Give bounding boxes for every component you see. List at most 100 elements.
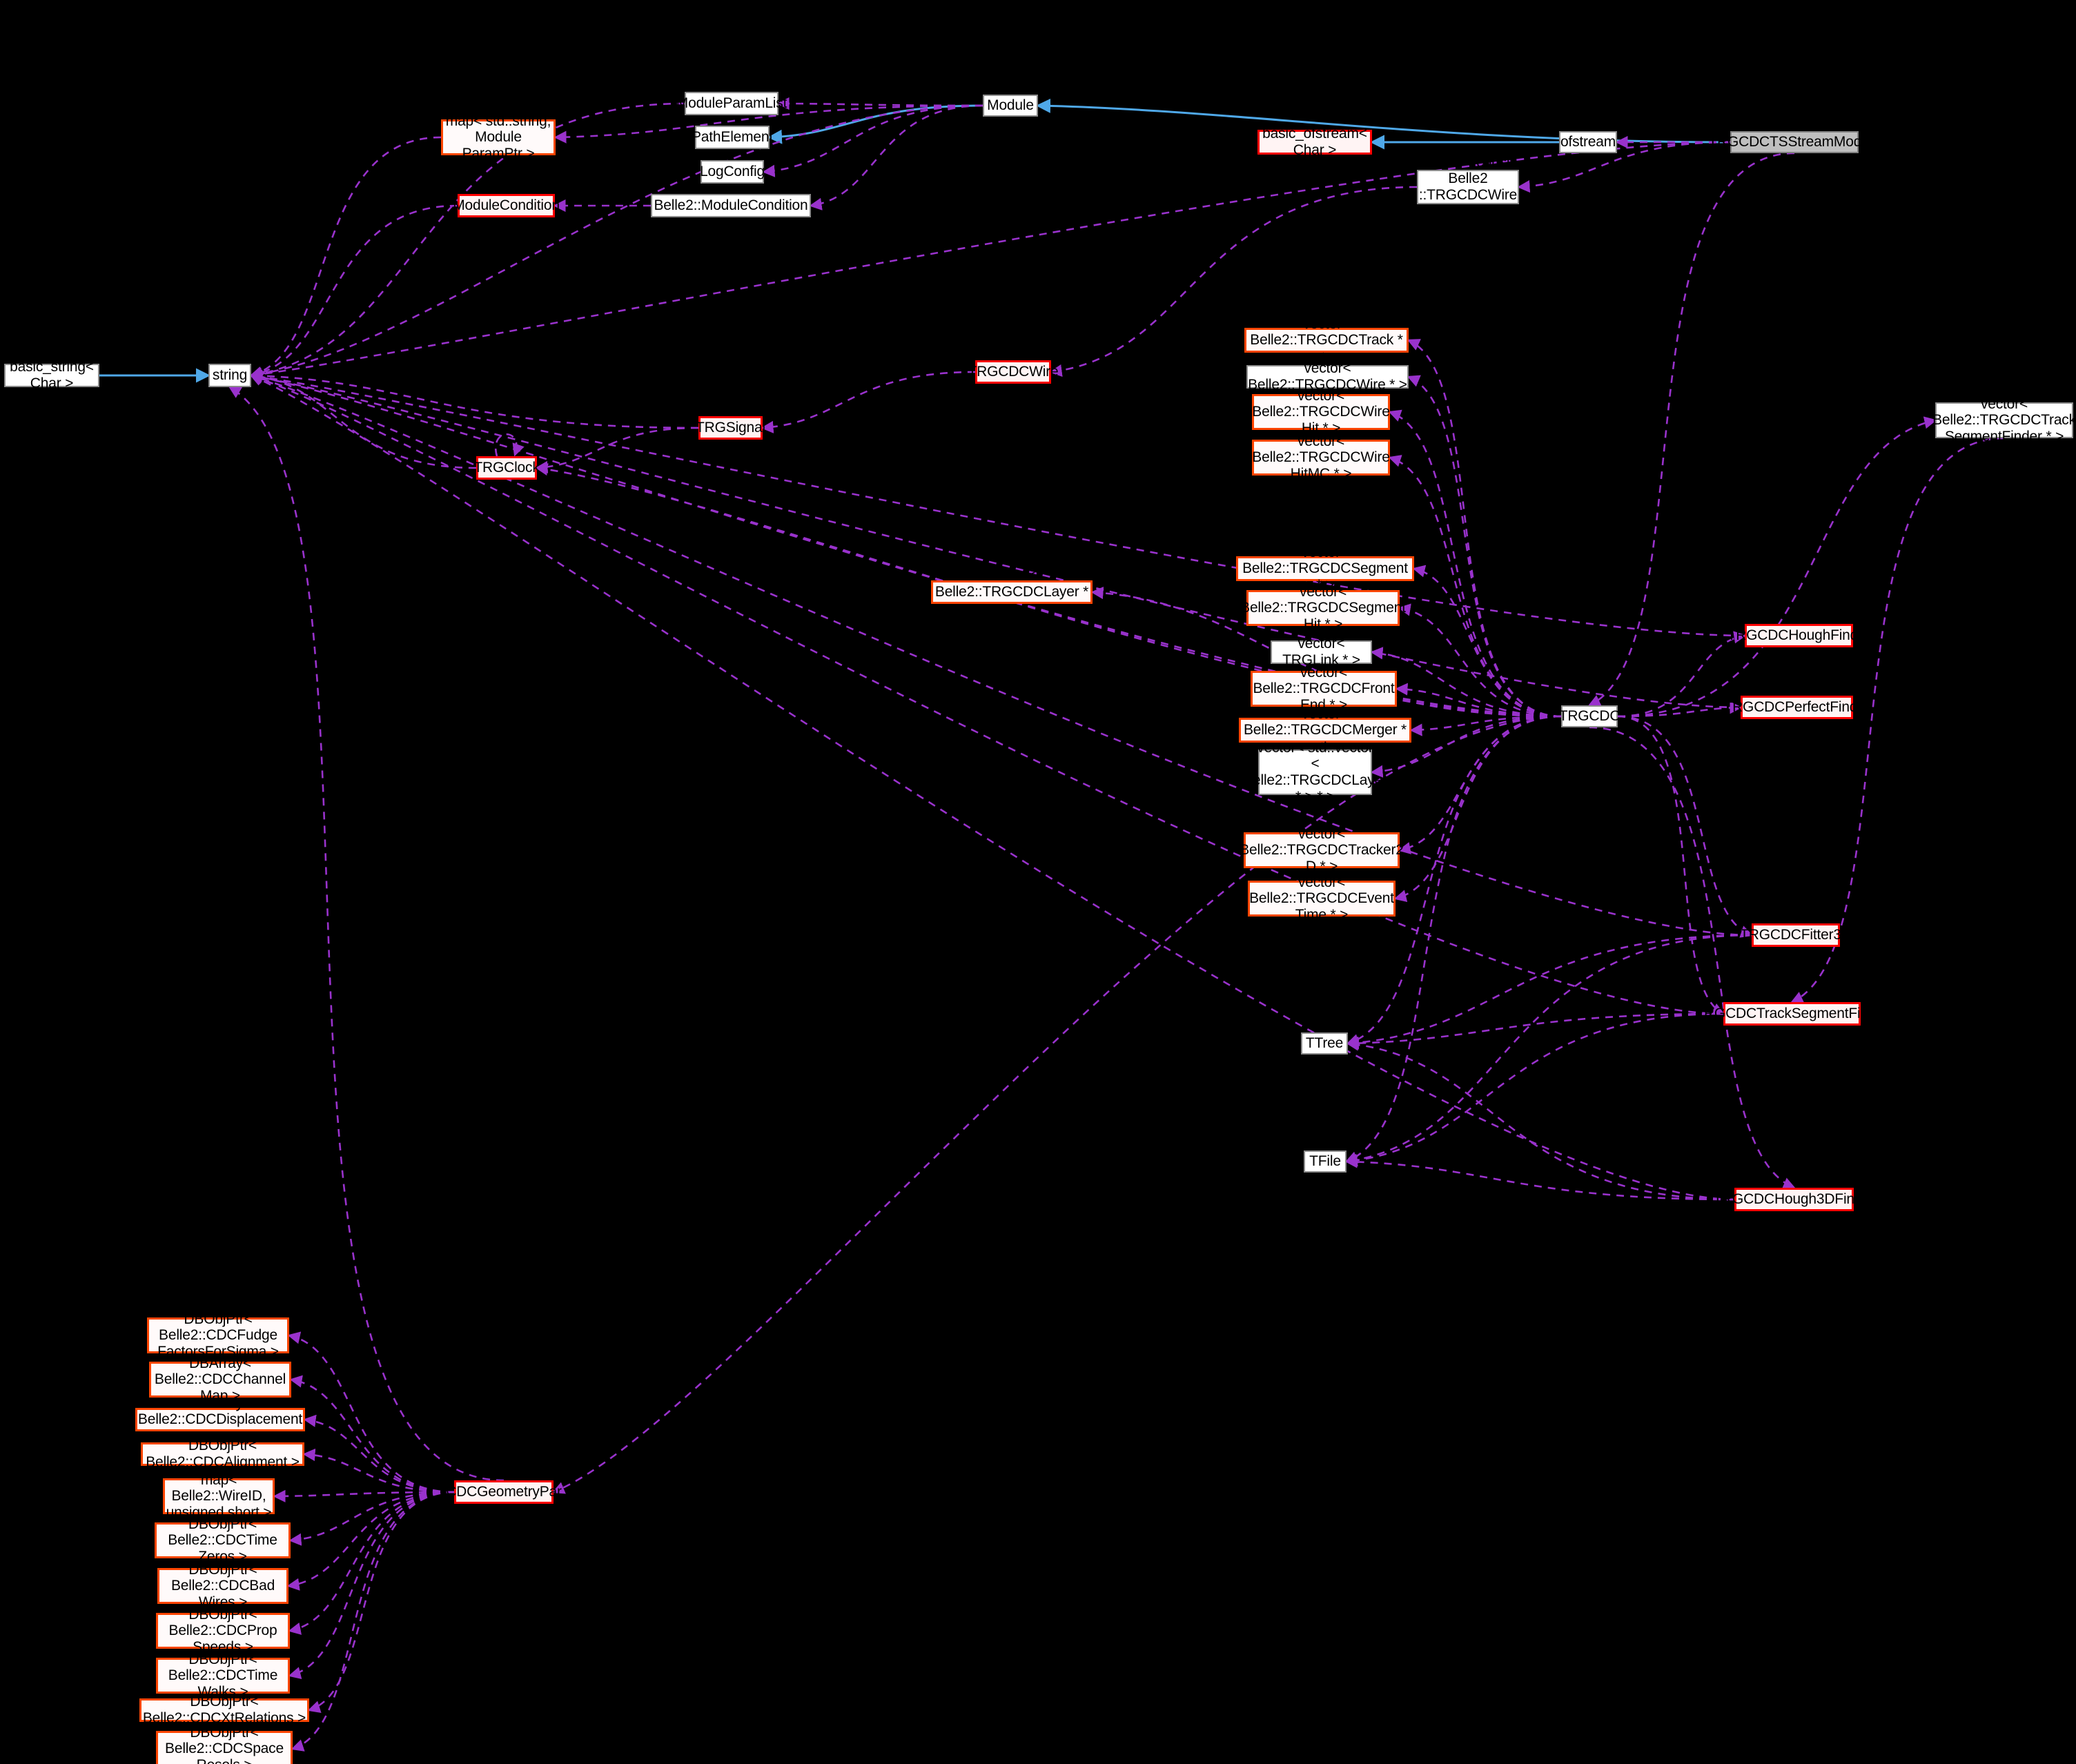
class-node-dbobjptr_alignment[interactable]: DBObjPtr< Belle2::CDCAlignment > xyxy=(141,1438,304,1470)
edge-trgcdc-to-vector_merger xyxy=(1409,715,1562,736)
edge-module-to-vector_modulecondition xyxy=(809,104,983,210)
class-node-dbobjptr_badwires[interactable]: DBObjPtr< Belle2::CDCBad Wires > xyxy=(157,1562,288,1610)
edge-module-to-string xyxy=(249,104,983,380)
edge-cdcgeometrypar-to-dbobjptr_timezeros xyxy=(288,1491,455,1546)
edge-trgcdc-to-vector_eventtime xyxy=(1393,715,1562,903)
edge-trgcdc-to-vector_tracker2d xyxy=(1398,715,1562,854)
class-node-trgcdcperfectfinder[interactable]: TRGCDCPerfectFinder xyxy=(1723,696,1870,719)
class-node-trgcdctracksegmentfinder[interactable]: TRGCDCTrackSegmentFinder xyxy=(1695,1002,1889,1026)
class-node-vector_trglink[interactable]: vector< TRGLink * > xyxy=(1271,636,1372,668)
edge-trgcdctracksegmentfinder-to-ttree xyxy=(1346,1012,1724,1050)
edge-trgcdc-to-vector_frontend xyxy=(1395,683,1562,718)
edge-cdcgeometrypar-to-dbobjptr_fudge xyxy=(287,1331,455,1493)
class-node-vector_modulecondition[interactable]: vector< Belle2::ModuleCondition > xyxy=(651,182,811,230)
class-node-trgsignal[interactable]: TRGSignal xyxy=(696,416,765,440)
class-node-logconfig[interactable]: LogConfig xyxy=(700,160,765,184)
edge-cdcgeometrypar-to-dbobjptr_alignment xyxy=(302,1448,455,1493)
edge-trgsignal-to-string xyxy=(249,369,699,429)
edge-trgcdcperfectfinder-to-string xyxy=(249,371,1741,709)
class-node-vector_segmenthit[interactable]: vector< Belle2::TRGCDCSegment Hit * > xyxy=(1240,583,1406,632)
class-node-vector_track[interactable]: vector< Belle2::TRGCDCTrack * > xyxy=(1244,316,1409,364)
edge-trgcdcfitter3d-to-ttree xyxy=(1346,934,1752,1049)
edge-map_string_moduleparam-to-string xyxy=(249,136,442,379)
class-node-dbobjptr_spaceresols[interactable]: DBObjPtr< Belle2::CDCSpace Resols > xyxy=(156,1725,293,1764)
class-node-vector_wire[interactable]: vector< Belle2::TRGCDCWire * > xyxy=(1246,360,1409,393)
class-node-vector_tsfinder[interactable]: vector< Belle2::TRGCDCTrack SegmentFinde… xyxy=(1932,395,2076,444)
edge-trgsignal-to-trgclock xyxy=(535,427,699,474)
class-node-trgcdctsstreammodule[interactable]: TRGCDCTSStreamModule xyxy=(1708,131,1881,153)
edge-cdcgeometrypar-to-dbobjptr_propspeeds xyxy=(288,1491,455,1635)
class-node-vector_segment[interactable]: vector< Belle2::TRGCDCSegment * > xyxy=(1236,545,1414,593)
class-node-dbobjptr_fudge[interactable]: DBObjPtr< Belle2::CDCFudge FactorsForSig… xyxy=(147,1311,289,1360)
edge-trgcdcwire-to-trgsignal xyxy=(761,371,976,433)
edge-cdcgeometrypar-to-dbobjptr_spaceresols xyxy=(291,1491,455,1752)
edge-trgcdc-to-vector_tsfinder xyxy=(1617,416,1937,718)
class-node-cdcgeometrypar[interactable]: CDCGeometryPar xyxy=(446,1480,562,1504)
class-node-dbobjptr_xtrelations[interactable]: DBObjPtr< Belle2::CDCXtRelations > xyxy=(139,1694,309,1726)
class-node-ttree[interactable]: TTree xyxy=(1301,1032,1348,1055)
edge-trgcdc-to-trgcdchough3dfinder xyxy=(1589,726,1796,1190)
edge-trgcdc-to-vector_wire xyxy=(1407,375,1562,718)
class-node-string[interactable]: string xyxy=(208,364,251,387)
class-node-vector_tracker2d[interactable]: vector< Belle2::TRGCDCTracker2 D * > xyxy=(1240,825,1404,874)
class-node-basic_string[interactable]: basic_string< Char > xyxy=(4,359,99,391)
class-node-map_wireid[interactable]: map< Belle2::WireID, unsigned short > xyxy=(163,1472,275,1520)
edge-trgcdchough3dfinder-to-ttree xyxy=(1346,1038,1735,1201)
edge-trgclock-to-string xyxy=(249,370,477,469)
edge-vector_tsfinder-to-trgcdctracksegmentfinder xyxy=(1790,437,2005,1003)
class-node-vector_const_wire[interactable]: vector< const Belle2 ::TRGCDCWire * > xyxy=(1417,155,1519,219)
edge-cdcgeometrypar-to-dbobjptr_badwires xyxy=(286,1491,455,1591)
class-node-dbobjptr_timewalks[interactable]: DBObjPtr< Belle2::CDCTime Walks > xyxy=(156,1652,290,1700)
class-node-tfile[interactable]: TFile xyxy=(1304,1150,1347,1173)
edge-trgcdc-to-vector_wirehit xyxy=(1388,409,1562,718)
edge-trgcdc-to-vector_track xyxy=(1407,339,1562,718)
class-node-pathelement[interactable]: PathElement xyxy=(692,126,773,149)
edge-cdcgeometrypar-to-dbarray_displacement xyxy=(303,1414,455,1493)
edge-cdcgeometrypar-to-dbobjptr_xtrelations xyxy=(307,1491,455,1713)
edge-trgcdchough3dfinder-to-string xyxy=(249,373,1735,1201)
class-node-vector_wirehit[interactable]: vector< Belle2::TRGCDCWire Hit * > xyxy=(1252,387,1390,436)
edge-trgcdc-to-cdcgeometrypar xyxy=(551,715,1562,1494)
edge-trgcdcfitter3d-to-tfile xyxy=(1344,934,1752,1166)
edge-trgcdc-to-vector_segment xyxy=(1412,565,1562,718)
edge-trgcdc-to-trgcdctracksegmentfinder xyxy=(1617,715,1725,1015)
edge-trgcdc-to-vector_wirehitmc xyxy=(1388,455,1562,718)
class-node-basic_ofstream[interactable]: basic_ofstream< Char > xyxy=(1257,126,1372,158)
class-node-vector_eventtime[interactable]: vector< Belle2::TRGCDCEvent Time * > xyxy=(1248,874,1396,923)
edge-cdcgeometrypar-to-dbarray_channelmap xyxy=(289,1375,455,1493)
edge-cdcgeometrypar-to-dbobjptr_timewalks xyxy=(288,1491,455,1679)
class-node-vector_frontend[interactable]: vector< Belle2::TRGCDCFront End * > xyxy=(1251,665,1397,713)
edge-module-to-logconfig xyxy=(762,104,983,177)
class-node-trgcdcfitter3d[interactable]: TRGCDCFitter3D xyxy=(1740,923,1852,947)
class-node-module[interactable]: Module xyxy=(983,95,1038,117)
class-node-trgcdc[interactable]: TRGCDC xyxy=(1559,705,1620,727)
edge-module-to-moduleparamlist xyxy=(776,97,983,110)
class-node-dbarray_displacement[interactable]: DBArray< Belle2::CDCDisplacement > xyxy=(135,1395,305,1444)
edge-modulecondition-to-string xyxy=(249,204,458,380)
edge-trgcdctracksegmentfinder-to-string xyxy=(249,373,1724,1015)
class-node-ofstream[interactable]: ofstream xyxy=(1559,131,1617,153)
edge-trgcdctsstreammodule-to-trgcdc xyxy=(1587,152,1795,707)
edge-cdcgeometrypar-to-map_wireid xyxy=(273,1489,455,1502)
edge-trgcdc-to-trgcdcfitter3d xyxy=(1617,715,1754,938)
class-node-modulecondition[interactable]: ModuleCondition xyxy=(453,194,560,217)
class-node-trgcdchough3dfinder[interactable]: TRGCDCHough3DFinder xyxy=(1713,1188,1875,1211)
class-node-trgcdchoughfinder[interactable]: TRGCDCHoughFinder xyxy=(1727,624,1871,647)
class-node-vector_wirehitmc[interactable]: vector< Belle2::TRGCDCWire HitMC * > xyxy=(1252,433,1390,482)
edge-trgcdchough3dfinder-to-tfile xyxy=(1344,1155,1735,1201)
class-node-map_string_moduleparam[interactable]: map< std::string, Module ParamPtr > xyxy=(441,113,556,161)
class-node-dbobjptr_timezeros[interactable]: DBObjPtr< Belle2::CDCTime Zeros > xyxy=(155,1516,291,1565)
class-node-dbarray_channelmap[interactable]: DBArray< Belle2::CDCChannel Map > xyxy=(149,1355,291,1404)
class-node-vector_vector_layer[interactable]: vector< std::vector < Belle2::TRGCDCLaye… xyxy=(1243,739,1387,805)
class-node-vector_layer[interactable]: vector< Belle2::TRGCDCLayer * > xyxy=(931,568,1093,616)
edge-trgcdc-to-trgcdcperfectfinder xyxy=(1617,701,1743,718)
edge-trgcdctsstreammodule-to-vector_const_wire xyxy=(1517,141,1731,193)
class-node-trgcdcwire[interactable]: TRGCDCWire xyxy=(968,360,1059,384)
class-node-dbobjptr_propspeeds[interactable]: DBObjPtr< Belle2::CDCProp Speeds > xyxy=(156,1607,290,1655)
class-node-vector_merger[interactable]: vector< Belle2::TRGCDCMerger * > xyxy=(1239,706,1411,754)
class-node-moduleparamlist[interactable]: ModuleParamList xyxy=(676,92,787,115)
edge-module-to-pathelement xyxy=(767,104,983,144)
class-node-trgclock[interactable]: TRGClock xyxy=(473,456,540,480)
edge-trgcdc-to-vector_segmenthit xyxy=(1398,603,1562,718)
